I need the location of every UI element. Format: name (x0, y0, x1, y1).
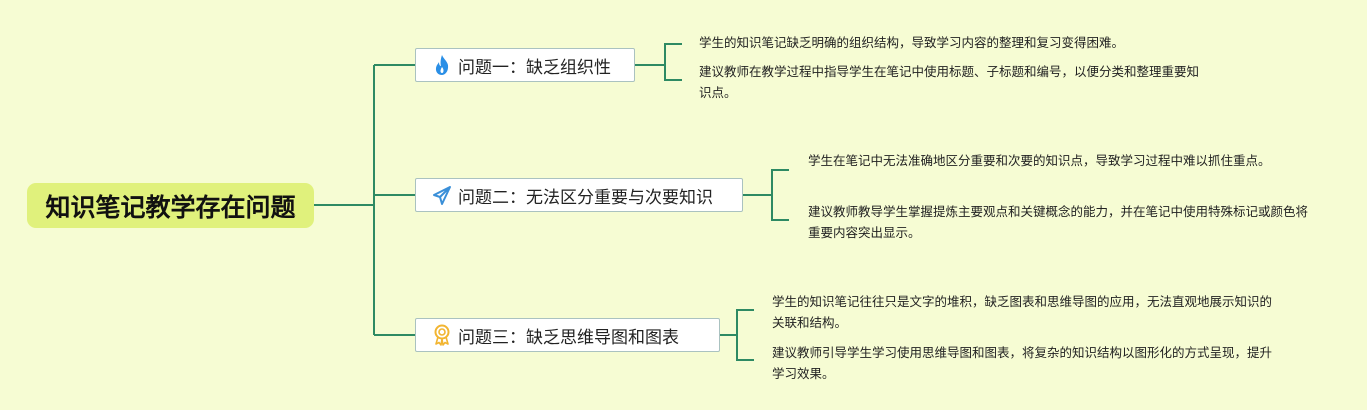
leaf-note[interactable]: 建议教师引导学生学习使用思维导图和图表，将复杂的知识结构以图形化的方式呈现，提升… (772, 345, 1273, 381)
branch-topic-3[interactable]: 问题三：缺乏思维导图和图表 (415, 318, 720, 352)
paper-plane-icon (432, 184, 452, 206)
branch-label: 问题三：缺乏思维导图和图表 (458, 327, 679, 348)
leaf-note[interactable]: 学生的知识笔记缺乏明确的组织结构，导致学习内容的整理和复习变得困难。 (699, 35, 1125, 50)
branch-label: 问题一：缺乏组织性 (458, 57, 611, 78)
leaf-note[interactable]: 学生的知识笔记往往只是文字的堆积，缺乏图表和思维导图的应用，无法直观地展示知识的… (772, 294, 1273, 330)
branch-topic-2[interactable]: 问题二：无法区分重要与次要知识 (415, 178, 743, 212)
branch-label: 问题二：无法区分重要与次要知识 (458, 187, 713, 208)
root-topic-label: 知识笔记教学存在问题 (45, 192, 296, 222)
award-ribbon-icon (432, 324, 452, 346)
fire-icon (432, 54, 452, 76)
leaf-note[interactable]: 建议教师在教学过程中指导学生在笔记中使用标题、子标题和编号，以便分类和整理重要知… (699, 64, 1200, 100)
leaf-note[interactable]: 学生在笔记中无法准确地区分重要和次要的知识点，导致学习过程中难以抓住重点。 (808, 153, 1271, 168)
leaf-note[interactable]: 建议教师教导学生掌握提炼主要观点和关键概念的能力，并在笔记中使用特殊标记或颜色将… (808, 204, 1309, 240)
branch-topic-1[interactable]: 问题一：缺乏组织性 (415, 48, 635, 82)
root-topic[interactable]: 知识笔记教学存在问题 (27, 183, 314, 228)
